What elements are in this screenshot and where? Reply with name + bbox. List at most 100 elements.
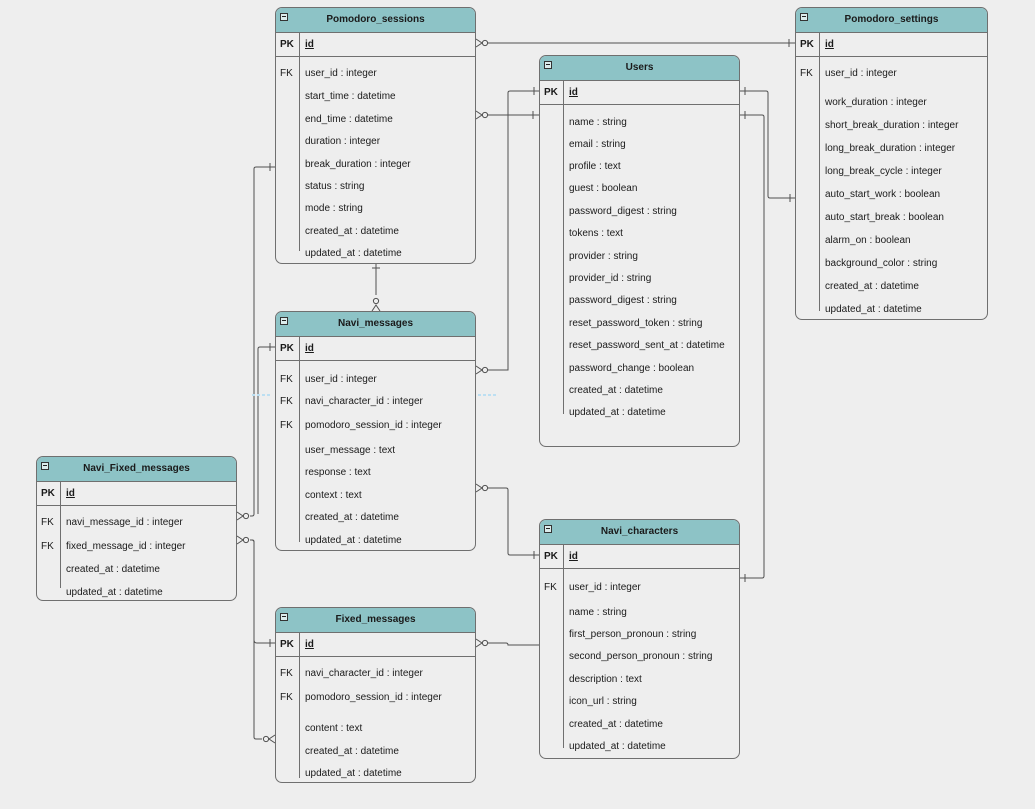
- field-row[interactable]: content : text: [276, 721, 475, 737]
- table-header[interactable]: Navi_Fixed_messages: [37, 457, 236, 482]
- field-row[interactable]: auto_start_break : boolean: [796, 210, 987, 226]
- table-header[interactable]: Pomodoro_sessions: [276, 8, 475, 33]
- field-row[interactable]: created_at : datetime: [276, 510, 475, 526]
- field-row[interactable]: first_person_pronoun : string: [540, 627, 739, 643]
- collapse-icon[interactable]: [544, 61, 552, 69]
- field-row[interactable]: work_duration : integer: [796, 95, 987, 111]
- link-sessions-users-a-crowfoot: [475, 110, 483, 120]
- collapse-icon[interactable]: [41, 462, 49, 470]
- field-row[interactable]: created_at : datetime: [276, 744, 475, 760]
- link-sessions-users-a-optional-circle: [481, 111, 489, 119]
- field-row[interactable]: break_duration : integer: [276, 157, 475, 173]
- key-label: FK: [280, 374, 293, 385]
- field-row[interactable]: description : text: [540, 672, 739, 688]
- field-row[interactable]: created_at : datetime: [276, 224, 475, 240]
- field-row[interactable]: updated_at : datetime: [276, 766, 475, 782]
- field-row[interactable]: user_message : text: [276, 443, 475, 459]
- table-header[interactable]: Navi_characters: [540, 520, 739, 545]
- field-row[interactable]: provider : string: [540, 249, 739, 265]
- field-name: icon_url : string: [569, 696, 637, 707]
- field-row[interactable]: created_at : datetime: [540, 383, 739, 399]
- field-row[interactable]: background_color : string: [796, 256, 987, 272]
- collapse-icon[interactable]: [280, 613, 288, 621]
- field-row[interactable]: updated_at : datetime: [796, 302, 987, 318]
- collapse-icon[interactable]: [544, 525, 552, 533]
- field-row[interactable]: duration : integer: [276, 134, 475, 150]
- field-row[interactable]: updated_at : datetime: [276, 246, 475, 262]
- collapse-icon[interactable]: [280, 13, 288, 21]
- field-name: second_person_pronoun : string: [569, 651, 713, 662]
- table-header[interactable]: Pomodoro_settings: [796, 8, 987, 33]
- field-row[interactable]: auto_start_work : boolean: [796, 187, 987, 203]
- field-row[interactable]: end_time : datetime: [276, 112, 475, 128]
- field-row[interactable]: updated_at : datetime: [37, 585, 236, 600]
- field-row[interactable]: created_at : datetime: [540, 717, 739, 733]
- field-row[interactable]: long_break_cycle : integer: [796, 164, 987, 180]
- table-header[interactable]: Fixed_messages: [276, 608, 475, 633]
- field-row[interactable]: email : string: [540, 137, 739, 153]
- field-row[interactable]: short_break_duration : integer: [796, 118, 987, 134]
- field-row[interactable]: created_at : datetime: [796, 279, 987, 295]
- field-row[interactable]: password_digest : string: [540, 204, 739, 220]
- field-row[interactable]: updated_at : datetime: [540, 739, 739, 755]
- field-row[interactable]: password_change : boolean: [540, 361, 739, 377]
- collapse-icon[interactable]: [280, 317, 288, 325]
- link-sessions-navifixed-b-optional-circle: [242, 512, 250, 520]
- field-row[interactable]: updated_at : datetime: [540, 405, 739, 421]
- table-header[interactable]: Users: [540, 56, 739, 81]
- field-row[interactable]: icon_url : string: [540, 694, 739, 710]
- field-row[interactable]: provider_id : string: [540, 271, 739, 287]
- field-row[interactable]: mode : string: [276, 201, 475, 217]
- field-row[interactable]: reset_password_token : string: [540, 316, 739, 332]
- field-row[interactable]: guest : boolean: [540, 181, 739, 197]
- field-row[interactable]: password_digest : string: [540, 293, 739, 309]
- field-row[interactable]: response : text: [276, 465, 475, 481]
- key-label: PK: [544, 87, 558, 98]
- link-sessions-navimsg-b-optional-circle: [372, 297, 380, 305]
- column-divider: [563, 105, 564, 414]
- field-row[interactable]: created_at : datetime: [37, 562, 236, 578]
- table-title: Navi_Fixed_messages: [83, 463, 190, 474]
- field-row[interactable]: status : string: [276, 179, 475, 195]
- field-row[interactable]: name : string: [540, 115, 739, 131]
- field-row[interactable]: second_person_pronoun : string: [540, 649, 739, 665]
- field-row[interactable]: alarm_on : boolean: [796, 233, 987, 249]
- link-navifixed-fixed-2-b-optional-circle: [262, 735, 270, 743]
- field-row[interactable]: updated_at : datetime: [276, 533, 475, 549]
- field-name: created_at : datetime: [305, 746, 399, 757]
- field-row[interactable]: name : string: [540, 605, 739, 621]
- field-row[interactable]: long_break_duration : integer: [796, 141, 987, 157]
- field-row[interactable]: profile : text: [540, 159, 739, 175]
- field-row[interactable]: tokens : text: [540, 226, 739, 242]
- field-row[interactable]: start_time : datetime: [276, 89, 475, 105]
- collapse-icon[interactable]: [800, 13, 808, 21]
- field-row[interactable]: reset_password_sent_at : datetime: [540, 338, 739, 354]
- field-row[interactable]: context : text: [276, 488, 475, 504]
- table-header[interactable]: Navi_messages: [276, 312, 475, 337]
